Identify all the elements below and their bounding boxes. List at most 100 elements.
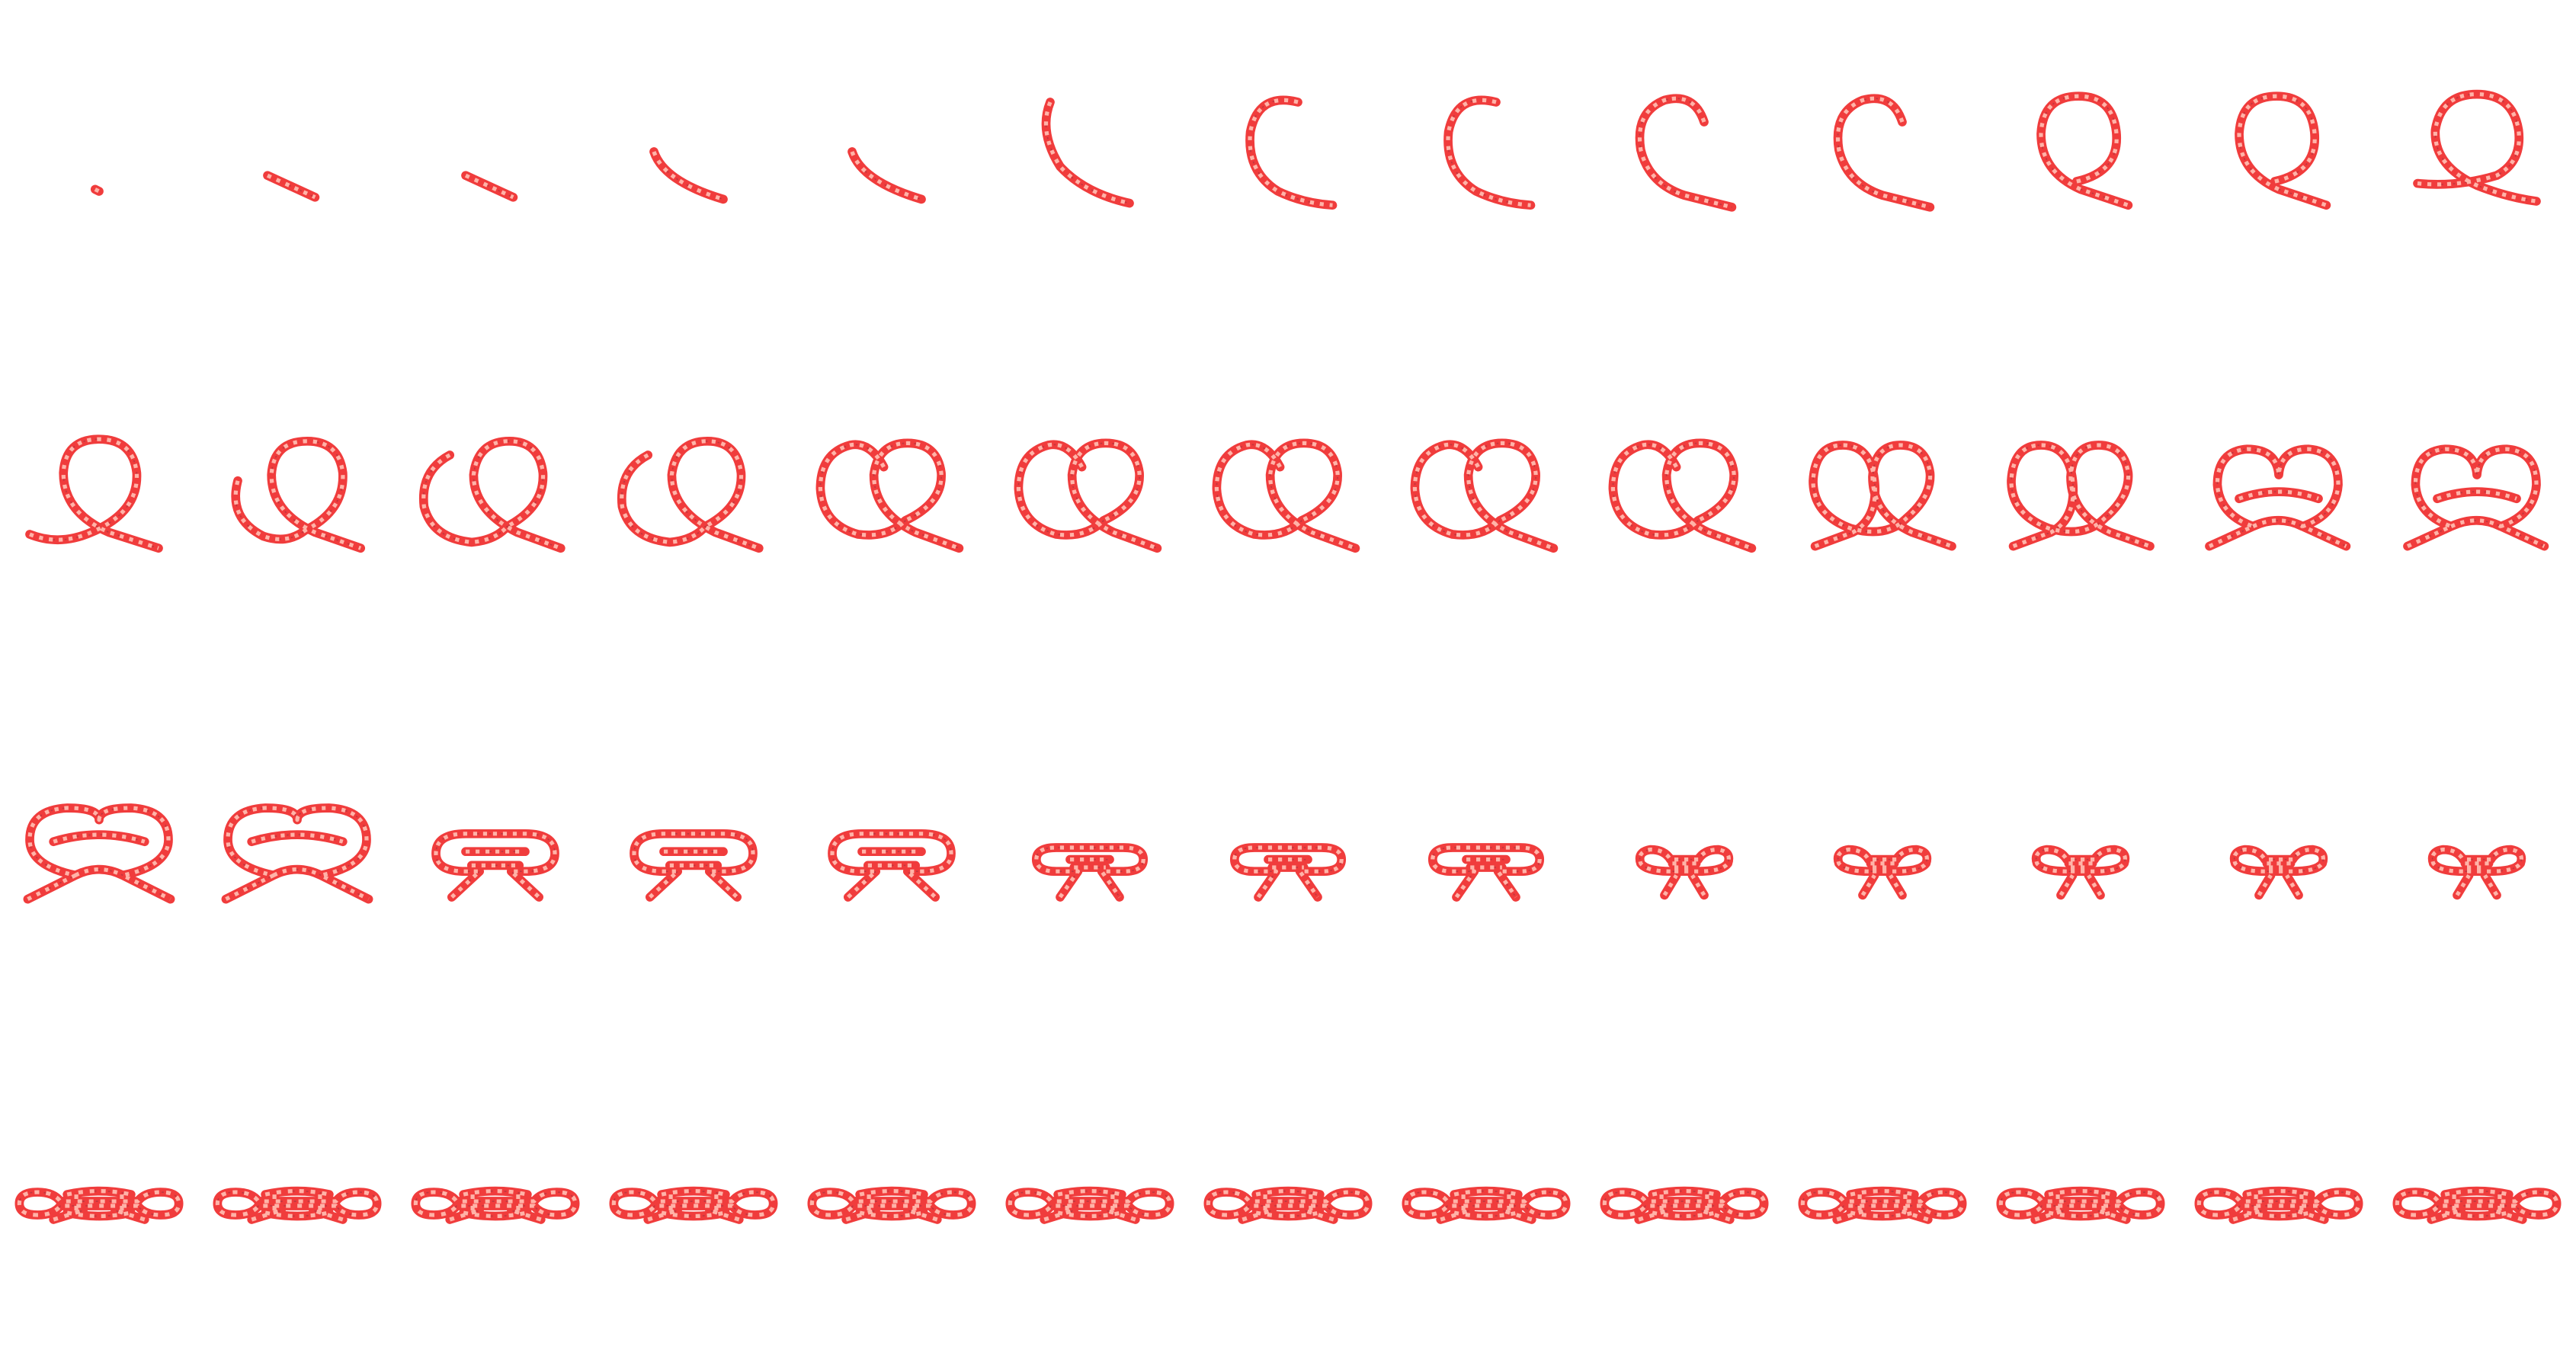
rope-strand bbox=[1608, 438, 1757, 553]
rope-strand bbox=[231, 436, 366, 553]
rope-c-shape bbox=[1245, 95, 1338, 210]
knot-frame-37 bbox=[2031, 845, 2130, 900]
rope-wrapped-bow bbox=[213, 1186, 382, 1224]
rope-braid-highlight bbox=[29, 437, 159, 550]
rope-braid-highlight bbox=[94, 188, 101, 194]
rope-braid-highlight bbox=[632, 832, 755, 899]
rope-c-shape bbox=[1443, 95, 1536, 210]
rope-strand bbox=[2194, 1186, 2363, 1224]
knot-frame-9 bbox=[1635, 94, 1737, 212]
knot-frame-33 bbox=[1229, 843, 1347, 902]
rope-second-loop-start bbox=[231, 436, 366, 553]
rope-pretzel bbox=[2205, 444, 2351, 551]
knot-frame-14 bbox=[25, 434, 163, 553]
rope-loop-with-tail bbox=[25, 434, 163, 553]
rope-braid-highlight bbox=[1446, 98, 1531, 207]
rope-braid-highlight bbox=[225, 806, 370, 901]
rope-double-loop bbox=[1014, 438, 1162, 553]
knot-frame-15 bbox=[231, 436, 366, 553]
rope-wrapped-bow bbox=[2392, 1186, 2562, 1224]
rope-shadow-accent bbox=[1639, 98, 1732, 208]
rope-bow bbox=[1833, 845, 1932, 900]
knot-frame-13 bbox=[2413, 89, 2541, 206]
rope-pretzel-tight bbox=[23, 803, 175, 904]
rope-braid-highlight bbox=[434, 832, 557, 899]
rope-shadow-accent bbox=[2040, 95, 2129, 206]
rope-double-loop bbox=[815, 438, 964, 553]
rope-wrapped-bow bbox=[14, 1186, 184, 1224]
rope-strand bbox=[1212, 438, 1360, 553]
rope-shadow-accent bbox=[1249, 99, 1333, 206]
knot-frame-42 bbox=[411, 1186, 580, 1224]
rope-strand bbox=[1809, 441, 1956, 551]
rope-braid-highlight bbox=[620, 439, 760, 550]
knot-frame-17 bbox=[617, 436, 764, 553]
rope-wrapped-bow bbox=[1402, 1186, 1571, 1224]
rope-braid-highlight bbox=[1610, 441, 1753, 550]
knot-frame-2 bbox=[263, 171, 320, 202]
knot-frame-50 bbox=[1996, 1186, 2165, 1224]
rope-braid-highlight bbox=[2039, 94, 2129, 207]
knot-frame-25 bbox=[2205, 444, 2351, 551]
rope-strand bbox=[1410, 438, 1559, 553]
rope-braid-highlight bbox=[2034, 848, 2127, 896]
rope-shadow-accent bbox=[29, 438, 159, 549]
rope-interlaced-loops bbox=[2007, 441, 2155, 551]
rope-braid-highlight bbox=[2232, 848, 2325, 896]
rope-strand bbox=[807, 1186, 976, 1224]
knot-frame-38 bbox=[2229, 845, 2328, 900]
rope-braid-highlight bbox=[1412, 441, 1555, 550]
rope-strand bbox=[1635, 94, 1737, 212]
knot-frame-3 bbox=[461, 171, 518, 202]
rope-braid-highlight bbox=[1431, 845, 1542, 899]
rope-point bbox=[90, 184, 104, 196]
knot-frame-30 bbox=[630, 829, 758, 902]
rope-bow bbox=[2031, 845, 2130, 900]
rope-strand bbox=[1014, 438, 1162, 553]
rope-loop bbox=[2036, 91, 2133, 210]
rope-strand bbox=[461, 171, 518, 202]
knot-frame-6 bbox=[1041, 98, 1134, 208]
knot-frame-24 bbox=[2007, 441, 2155, 551]
rope-strand bbox=[1245, 95, 1338, 210]
rope-loop bbox=[2235, 91, 2331, 210]
knot-frame-36 bbox=[1833, 845, 1932, 900]
rope-wrapped-bow bbox=[2194, 1186, 2363, 1224]
rope-strand bbox=[411, 1186, 580, 1224]
knot-frame-28 bbox=[221, 803, 373, 904]
rope-braid-highlight bbox=[1232, 845, 1344, 899]
rope-strand bbox=[815, 438, 964, 553]
knot-frame-29 bbox=[431, 829, 559, 902]
knot-frame-40 bbox=[14, 1186, 184, 1224]
rope-braid-highlight bbox=[1248, 98, 1333, 207]
rope-strand bbox=[2403, 444, 2549, 551]
knot-frame-41 bbox=[213, 1186, 382, 1224]
rope-shadow-accent bbox=[27, 807, 171, 900]
rope-shadow-accent bbox=[2238, 95, 2327, 206]
rope-wrapped-bow bbox=[1203, 1186, 1373, 1224]
rope-braid-highlight bbox=[2417, 92, 2537, 204]
knot-frame-5 bbox=[847, 147, 926, 204]
rope-double-loop bbox=[1608, 438, 1757, 553]
knot-frame-43 bbox=[609, 1186, 778, 1224]
rope-strand bbox=[1600, 1186, 1769, 1224]
knot-frame-4 bbox=[649, 147, 728, 204]
rope-interlaced-loops bbox=[1809, 441, 1956, 551]
knot-frame-49 bbox=[1798, 1186, 1967, 1224]
knot-frame-32 bbox=[1031, 843, 1149, 902]
rope-curve bbox=[649, 147, 728, 204]
rope-wrapped-bow bbox=[1996, 1186, 2165, 1224]
rope-strand bbox=[14, 1186, 184, 1224]
knot-frame-26 bbox=[2403, 444, 2549, 551]
rope-wrapped-bow bbox=[609, 1186, 778, 1224]
knot-frame-51 bbox=[2194, 1186, 2363, 1224]
rope-bow bbox=[2427, 845, 2526, 900]
rope-braid-highlight bbox=[2208, 447, 2347, 548]
rope-braid-highlight bbox=[1638, 848, 1731, 896]
knot-frame-45 bbox=[1005, 1186, 1174, 1224]
rope-strand bbox=[213, 1186, 382, 1224]
knot-frame-48 bbox=[1600, 1186, 1769, 1224]
rope-double-loop bbox=[1212, 438, 1360, 553]
rope-overhand-loop bbox=[2413, 89, 2541, 206]
